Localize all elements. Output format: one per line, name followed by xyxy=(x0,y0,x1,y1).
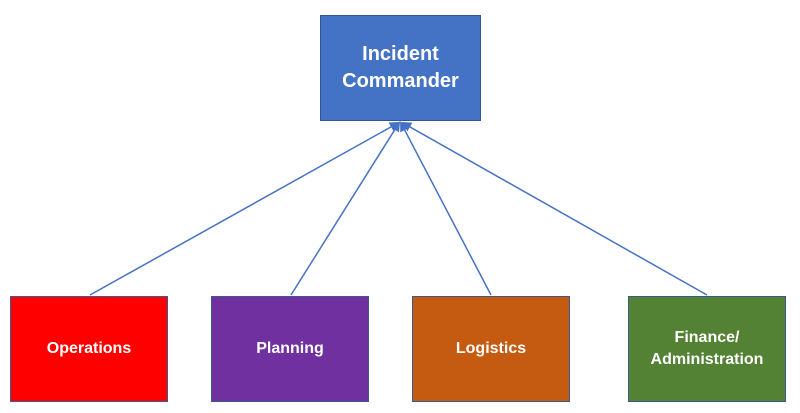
connector-logistics xyxy=(400,121,492,296)
finance-administration-box: Finance/ Administration xyxy=(628,296,786,402)
finance-administration-label: Finance/ Administration xyxy=(650,329,764,368)
logistics-label: Logistics xyxy=(455,340,527,357)
planning-label: Planning xyxy=(256,340,324,357)
connector-finance xyxy=(401,122,708,296)
operations-box: Operations xyxy=(10,296,168,402)
connector-planning xyxy=(290,121,401,296)
incident-commander-box: Incident Commander xyxy=(320,15,481,121)
planning-box: Planning xyxy=(211,296,369,402)
logistics-box: Logistics xyxy=(412,296,570,402)
incident-commander-label: Incident Commander xyxy=(342,43,459,92)
connector-operations xyxy=(89,122,400,296)
operations-label: Operations xyxy=(46,340,132,357)
